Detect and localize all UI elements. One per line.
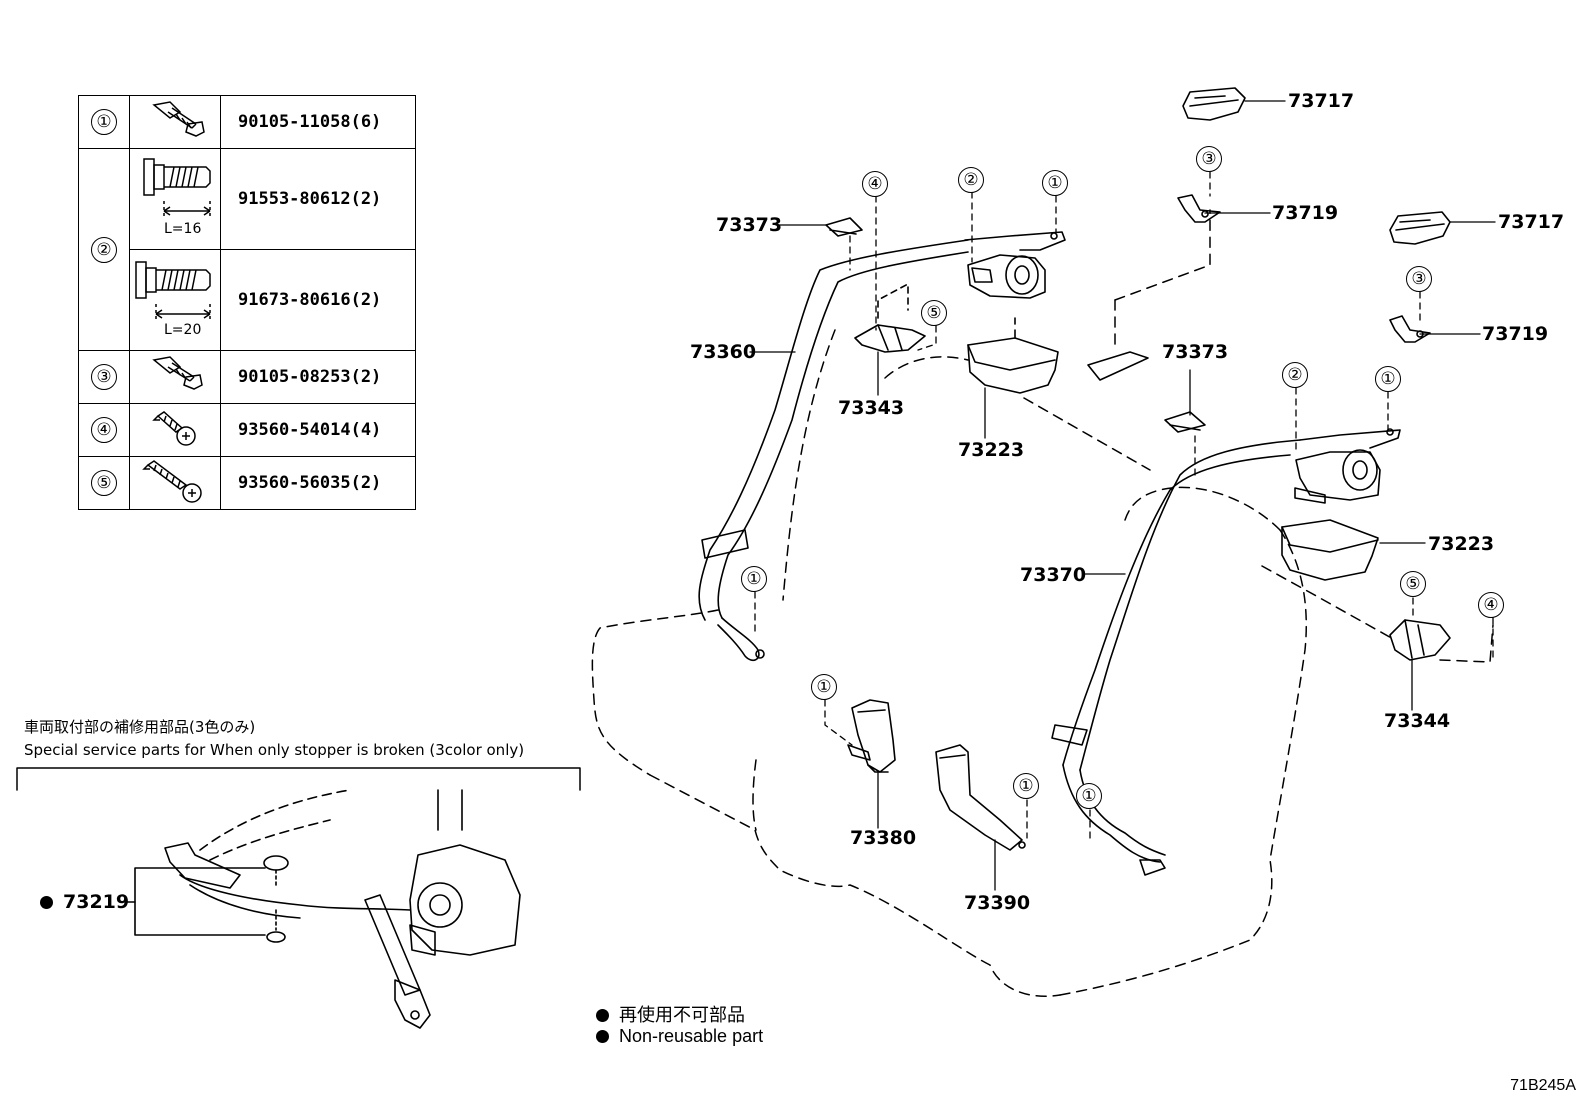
part-number: 90105-08253(2) <box>220 350 416 404</box>
part-number: 91673-80616(2) <box>220 249 416 351</box>
ref-number: ④ <box>91 417 117 443</box>
callout-73219: 73219 <box>40 891 129 913</box>
ref-mark-3: ③ <box>1406 266 1432 292</box>
belt-guide-73373-left <box>825 217 863 237</box>
anchor-73344 <box>1389 619 1451 661</box>
ref-mark-1: ① <box>1076 783 1102 809</box>
bracket-73719-top <box>1177 194 1221 223</box>
cup-73223-right <box>1281 519 1379 581</box>
service-note-english: Special service parts for When only stop… <box>24 741 525 759</box>
length-label: L=16 <box>164 221 202 237</box>
belt-guide-73373-right <box>1164 411 1206 433</box>
callout-73223-left: 73223 <box>958 439 1025 461</box>
cover-73717-top <box>1182 87 1246 121</box>
part-number: 90105-11058(6) <box>220 95 416 149</box>
fastener-table: ① 90105-11058(6) ② L=16 91553-80612(2) L… <box>78 95 416 510</box>
legend-english: Non-reusable part <box>596 1026 763 1047</box>
flange-bolt-icon <box>129 95 221 149</box>
service-note-japanese: 車両取付部の補修用部品(3色のみ) <box>24 718 256 736</box>
flange-bolt-long-icon: L=16 <box>129 148 221 250</box>
callout-73343: 73343 <box>838 397 905 419</box>
flange-bolt-icon <box>129 350 221 404</box>
ref-number: ① <box>91 109 117 135</box>
ref-mark-1: ① <box>1042 170 1068 196</box>
part-number: 93560-54014(4) <box>220 403 416 457</box>
legend-japanese: 再使用不可部品 <box>596 1001 745 1027</box>
part-number: 93560-56035(2) <box>220 456 416 510</box>
callout-73360: 73360 <box>690 341 757 363</box>
non-reusable-dot-icon <box>596 1030 609 1043</box>
anchor-73343 <box>854 283 926 353</box>
flange-bolt-long-icon: L=20 <box>129 249 221 351</box>
ref-number: ⑤ <box>91 470 117 496</box>
bracket-73719-right <box>1389 315 1431 343</box>
floor-plate <box>1087 351 1149 381</box>
callout-73373-left: 73373 <box>716 214 783 236</box>
ref-mark-4: ④ <box>862 171 888 197</box>
ref-mark-1: ① <box>1013 773 1039 799</box>
retractor-left <box>964 231 1066 299</box>
cup-73223-left <box>967 317 1059 394</box>
vehicle-body-outline <box>591 209 1494 997</box>
length-label: L=20 <box>164 322 202 338</box>
table-row: L=20 91673-80616(2) <box>79 249 416 351</box>
ref-mark-3: ③ <box>1196 146 1222 172</box>
callout-73380: 73380 <box>850 827 917 849</box>
ref-mark-2: ② <box>958 167 984 193</box>
callout-73373-right: 73373 <box>1162 341 1229 363</box>
non-reusable-dot-icon <box>596 1009 609 1022</box>
callout-73717-top: 73717 <box>1288 90 1355 112</box>
service-inset-bracket <box>16 767 581 791</box>
callout-73344: 73344 <box>1384 710 1451 732</box>
ref-mark-5: ⑤ <box>1400 571 1426 597</box>
table-row: ③ 90105-08253(2) <box>78 350 416 404</box>
callout-73370: 73370 <box>1020 564 1087 586</box>
buckle-73390 <box>935 744 1026 851</box>
buckle-73380 <box>847 699 896 773</box>
ref-number: ② <box>91 236 117 263</box>
figure-code: 71B245A <box>1510 1077 1576 1094</box>
ref-mark-5: ⑤ <box>921 300 947 326</box>
ref-mark-1: ① <box>741 566 767 592</box>
non-reusable-dot-icon <box>40 896 53 909</box>
callout-73223-right: 73223 <box>1428 533 1495 555</box>
tapping-screw-long-icon <box>129 456 221 510</box>
ref-mark-1: ① <box>1375 366 1401 392</box>
table-row: ④ 93560-54014(4) <box>78 403 416 457</box>
cover-73717-right <box>1389 211 1451 245</box>
ref-number: ③ <box>91 364 117 390</box>
table-row: ⑤ 93560-56035(2) <box>78 456 416 510</box>
table-row: ① 90105-11058(6) <box>78 95 416 149</box>
ref-mark-4: ④ <box>1478 592 1504 618</box>
table-row: ② L=16 91553-80612(2) <box>78 148 416 351</box>
callout-73390: 73390 <box>964 892 1031 914</box>
part-number: 91553-80612(2) <box>220 148 416 250</box>
seat-belt-73370 <box>1051 439 1301 876</box>
retractor-right <box>1294 428 1401 504</box>
inset-belt-drawing <box>124 789 521 1029</box>
seat-belt-73360 <box>698 239 969 662</box>
callout-73719-right: 73719 <box>1482 323 1549 345</box>
tapping-screw-icon <box>129 403 221 457</box>
ref-mark-1: ① <box>811 674 837 700</box>
callout-73719-top: 73719 <box>1272 202 1339 224</box>
ref-mark-2: ② <box>1282 362 1308 388</box>
callout-73717-right: 73717 <box>1498 211 1565 233</box>
